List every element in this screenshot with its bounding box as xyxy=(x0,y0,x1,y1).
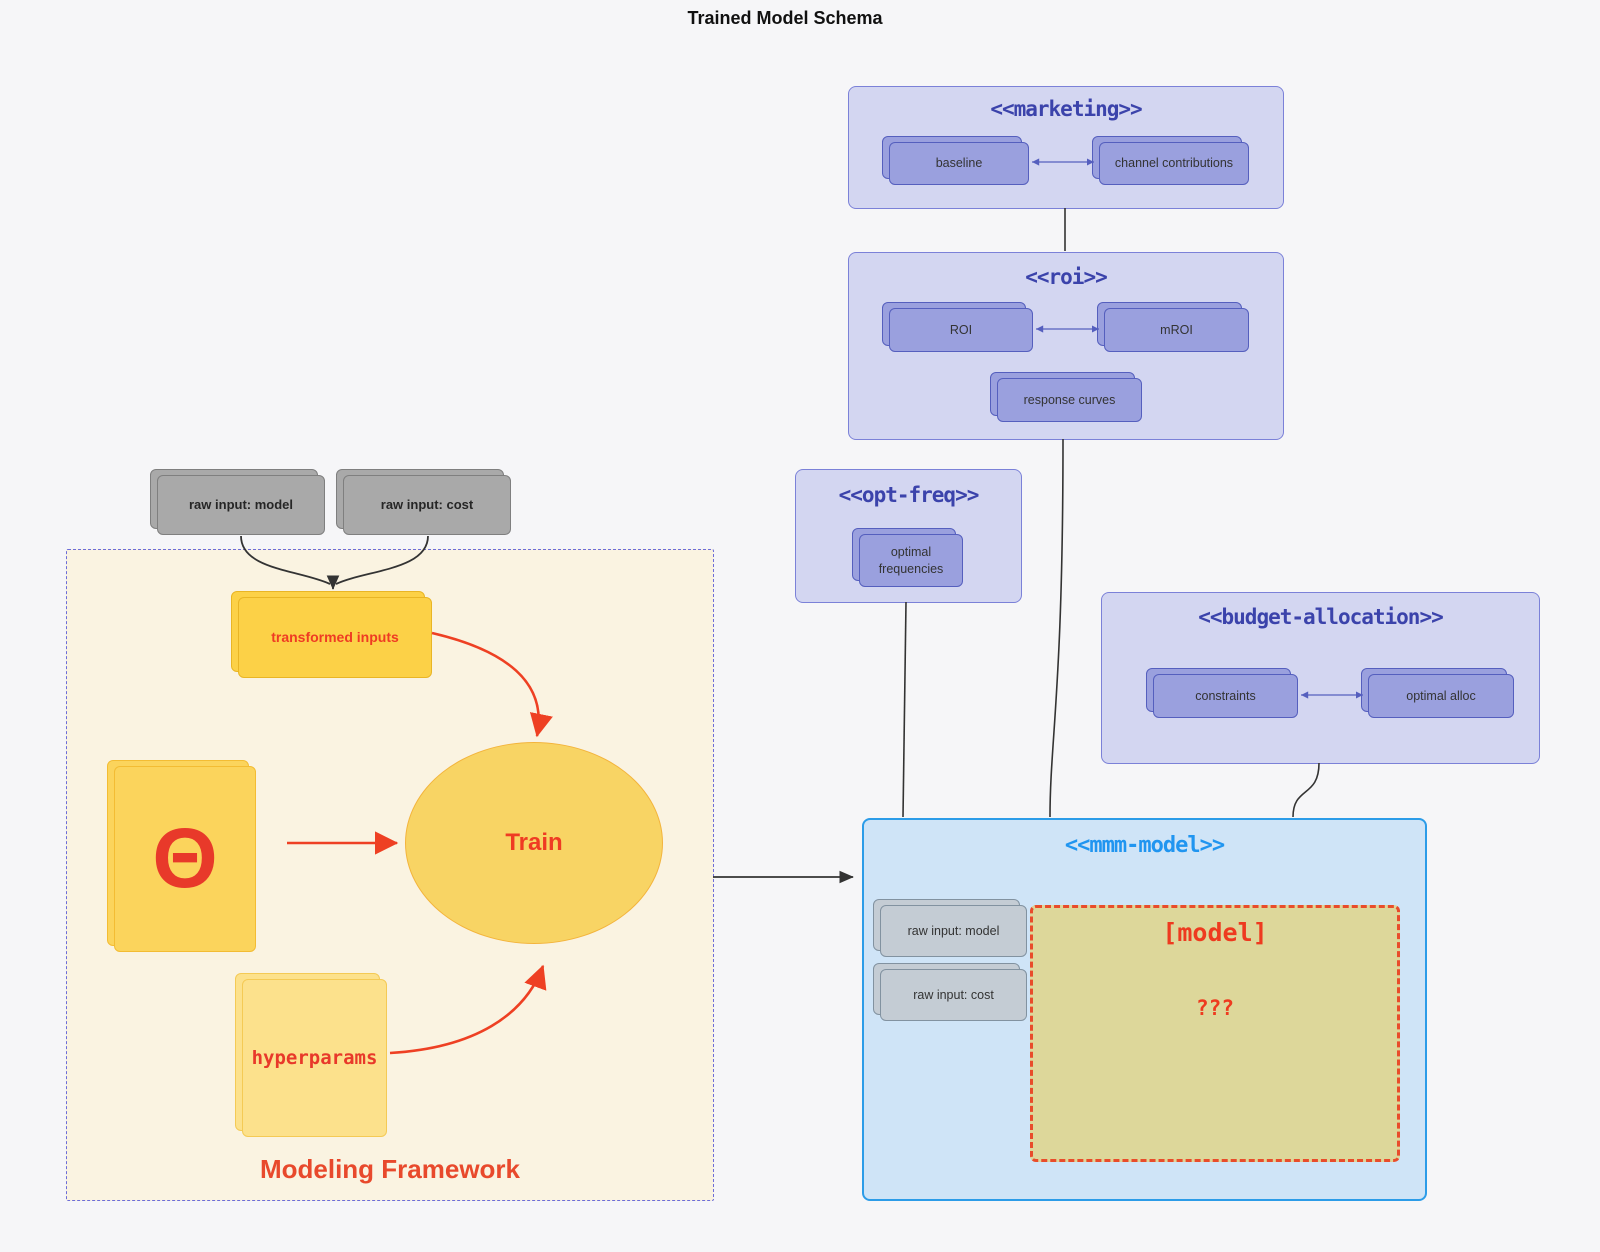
node-train: Train xyxy=(405,742,663,944)
node-mmm-raw-input-cost: raw input: cost xyxy=(873,963,1027,1021)
node-theta: Θ xyxy=(107,760,256,952)
node-mmm-raw-input-model: raw input: model xyxy=(873,899,1027,957)
node-response-curves: response curves xyxy=(990,372,1142,422)
node-roi: ROI xyxy=(882,302,1033,352)
cluster-budget-allocation-title: <<budget-allocation>> xyxy=(1198,605,1444,629)
edge-budget-to-mmm xyxy=(1292,762,1320,818)
diagram-title: Trained Model Schema xyxy=(687,8,883,28)
edge-roi-to-mmm xyxy=(1049,438,1064,818)
edge-opt-freq-to-mmm xyxy=(902,601,907,818)
model-placeholder-title: [model] xyxy=(1162,918,1268,947)
node-raw-input-model: raw input: model xyxy=(150,469,325,535)
cluster-mmm-model: <<mmm-model>> raw input: model raw input… xyxy=(862,818,1427,1201)
cluster-opt-freq: <<opt-freq>> optimal frequencies xyxy=(795,469,1022,603)
node-optimal-frequencies: optimal frequencies xyxy=(852,528,963,587)
cluster-mmm-model-title: <<mmm-model>> xyxy=(1064,833,1225,858)
node-baseline: baseline xyxy=(882,136,1029,185)
node-channel-contributions: channel contributions xyxy=(1092,136,1249,185)
node-mroi: mROI xyxy=(1097,302,1249,352)
cluster-budget-allocation: <<budget-allocation>> constraints optima… xyxy=(1101,592,1540,764)
node-raw-input-cost: raw input: cost xyxy=(336,469,511,535)
cluster-roi-title: <<roi>> xyxy=(1025,265,1108,289)
node-model-placeholder: [model] ??? xyxy=(1030,905,1400,1162)
node-transformed-inputs: transformed inputs xyxy=(231,591,432,678)
node-optimal-alloc: optimal alloc xyxy=(1361,668,1514,718)
cluster-opt-freq-title: <<opt-freq>> xyxy=(838,483,980,507)
node-constraints: constraints xyxy=(1146,668,1298,718)
model-placeholder-unknown: ??? xyxy=(1196,996,1234,1020)
cluster-roi: <<roi>> ROI mROI response curves xyxy=(848,252,1284,440)
cluster-marketing-title: <<marketing>> xyxy=(990,97,1142,121)
modeling-framework-label: Modeling Framework xyxy=(259,1154,521,1184)
node-hyperparams: hyperparams xyxy=(235,973,387,1137)
cluster-marketing: <<marketing>> baseline channel contribut… xyxy=(848,86,1284,209)
